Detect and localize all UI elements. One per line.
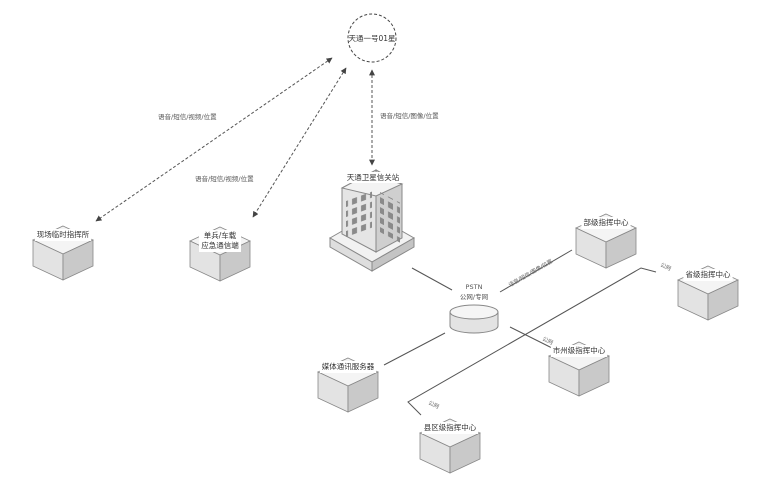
field-post-label-bg	[34, 229, 92, 241]
province-center-label: 省级指挥中心	[686, 269, 731, 279]
media-server-label-bg	[319, 361, 377, 373]
ministry-center-label: 部级指挥中心	[584, 217, 629, 227]
single-terminal-label: 单兵/车载	[204, 230, 237, 240]
media-server-node: 媒体通讯服务器	[317, 357, 379, 413]
province-center-node: 省级指挥中心	[677, 265, 739, 321]
edge-label-public-county: 公网	[427, 399, 440, 410]
edge-label-field: 语音/短信/视频/位置	[158, 112, 217, 121]
city-center-label-bg	[550, 345, 608, 357]
county-center-right-face	[449, 432, 481, 474]
edge-label-public-province: 公网	[659, 261, 672, 272]
field-post-right-face	[62, 239, 94, 281]
pstn-label-line2: 公网/专网	[460, 292, 488, 301]
pstn-label-line1: PSTN	[466, 283, 483, 291]
ministry-center-right-face	[605, 227, 637, 269]
edge-label-single: 语音/短信/视频/位置	[195, 174, 254, 183]
edge-label-pstn-ministry: 语音/短信/图像/位置	[507, 257, 554, 289]
edge-label-public-city: 公网	[541, 335, 554, 346]
city-center-right-face	[578, 355, 610, 397]
county-center-label: 县区级指挥中心	[424, 422, 477, 432]
link-satellite-field-post	[95, 57, 333, 222]
gateway-label: 天通卫星信关站	[347, 172, 400, 182]
ministry-center-node: 部级指挥中心	[575, 213, 637, 269]
link-gateway-pstn	[411, 267, 453, 291]
field-post-node: 现场临时指挥所	[32, 225, 94, 281]
gateway-building: 天通卫星信关站	[328, 169, 416, 272]
single-terminal-label: 应急通信端	[201, 240, 239, 250]
pstn-node: PSTN 公网/专网	[449, 283, 499, 334]
city-center-node: 市州级指挥中心	[548, 341, 610, 397]
link-satellite-single-terminal	[252, 67, 347, 218]
media-server-right-face	[347, 371, 379, 413]
edge-label-gateway: 语音/短信/图像/位置	[380, 111, 439, 120]
satellite-node: 天通一号01星	[347, 13, 397, 63]
satellite-label: 天通一号01星	[348, 33, 396, 43]
province-center-label-bg	[683, 269, 733, 281]
link-public-network	[407, 267, 657, 416]
county-center-label-bg	[421, 422, 479, 434]
link-pstn-media	[383, 332, 446, 366]
link-pstn-ministry	[499, 249, 573, 293]
county-center-node: 县区级指挥中心	[419, 418, 481, 474]
ministry-center-label-bg	[581, 217, 631, 229]
field-post-label: 现场临时指挥所	[37, 229, 90, 239]
media-server-label: 媒体通讯服务器	[322, 361, 375, 371]
province-center-right-face	[707, 279, 739, 321]
single-terminal-label-bg	[199, 230, 241, 252]
city-center-label: 市州级指挥中心	[553, 345, 606, 355]
